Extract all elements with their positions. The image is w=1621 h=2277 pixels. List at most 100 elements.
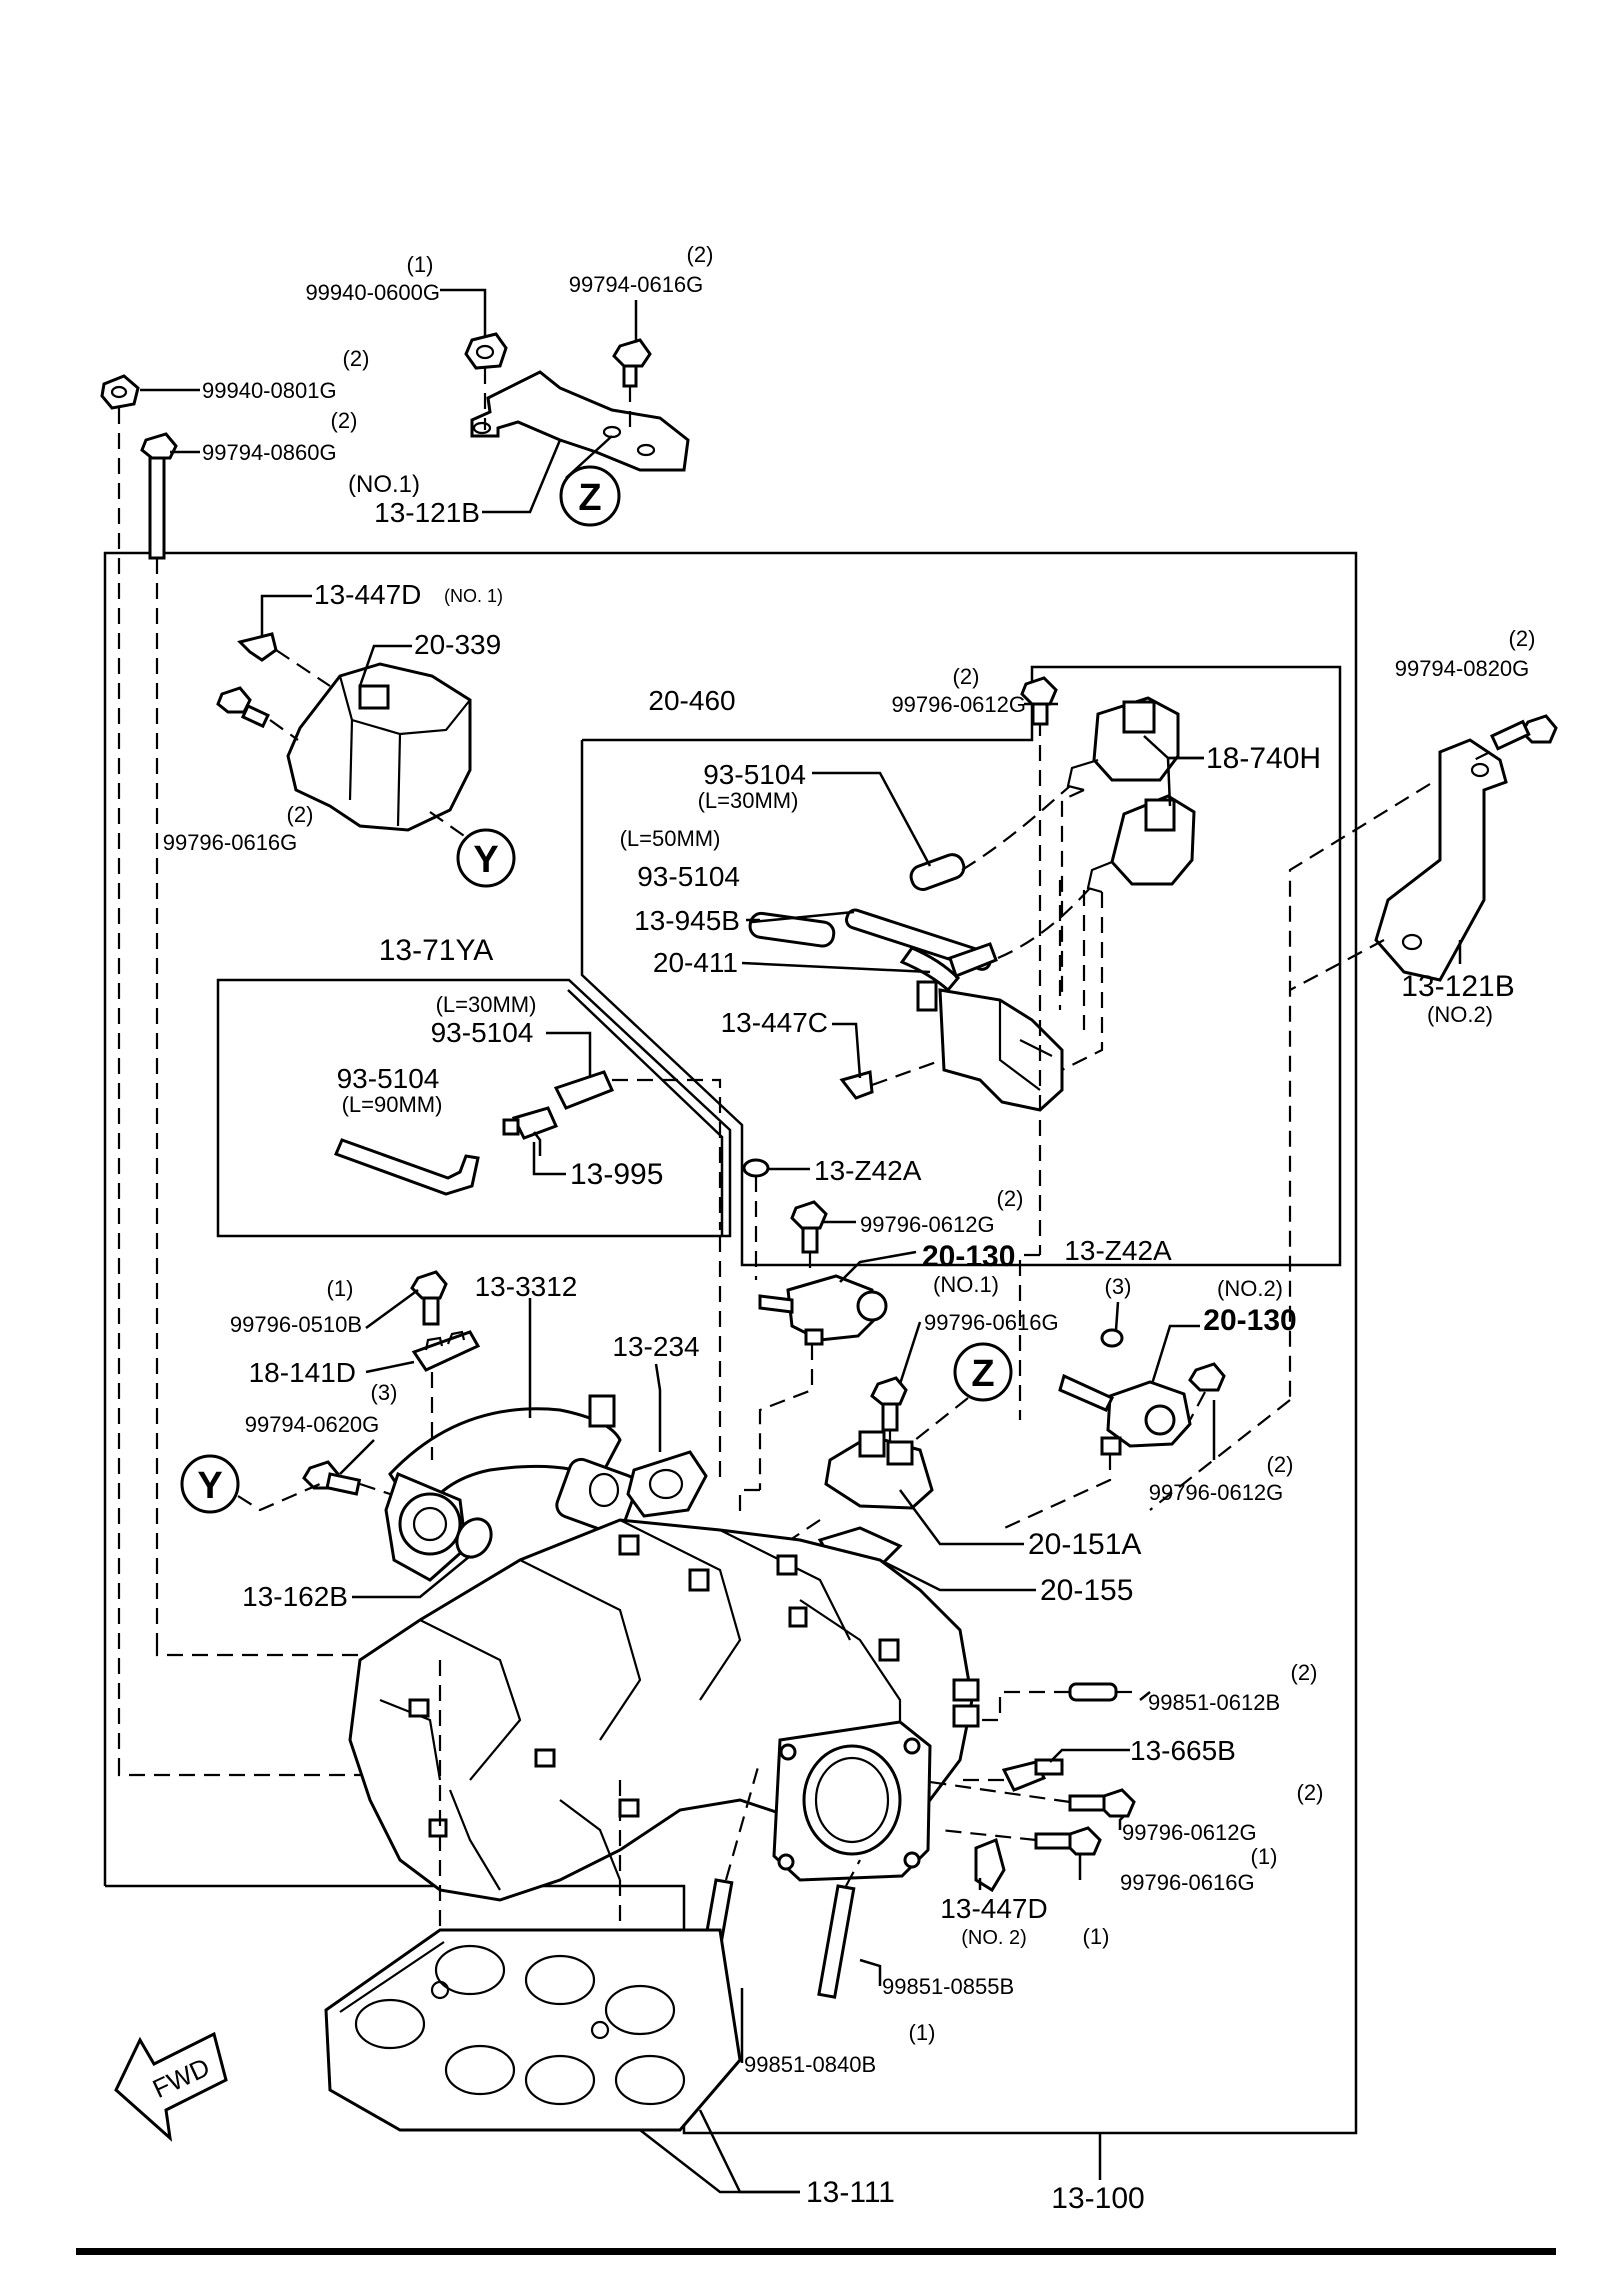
label-20-460: 20-460 xyxy=(648,685,735,716)
solenoid-valve-20-130-no2 xyxy=(1058,1373,1192,1456)
hose-93-5104-90mm xyxy=(333,1138,480,1196)
gasket-13-234 xyxy=(626,1450,708,1518)
bottom-rule xyxy=(76,2248,1556,2255)
pipe-13-3312 xyxy=(384,1394,638,1582)
label-no2-20-130: (NO.2) xyxy=(1217,1276,1283,1301)
callout-circle-y-mid: Y xyxy=(180,1454,240,1514)
label-no2-13-447D: (NO. 2) xyxy=(961,1927,1027,1949)
label-99940-0801G: 99940-0801G xyxy=(202,378,337,403)
label-q-99851-0612B: (2) xyxy=(1291,1660,1318,1685)
bolt-99796-0612G-r2 xyxy=(1188,1362,1226,1392)
label-q-99794-0860G: (2) xyxy=(331,408,358,433)
label-no1-13-447D: (NO. 1) xyxy=(444,586,503,606)
label-q-99796-0616G-low: (1) xyxy=(1251,1844,1278,1869)
label-99794-0820G: 99794-0820G xyxy=(1395,656,1530,681)
label-13-121B-right: 13-121B xyxy=(1401,970,1514,1003)
label-13-665B: 13-665B xyxy=(1130,1735,1236,1766)
callout-circle-y-top: Y xyxy=(456,828,516,888)
resonance-chamber-20-339 xyxy=(286,662,472,832)
stud-99851-0612B xyxy=(1068,1682,1118,1702)
bracket-13-447C xyxy=(916,980,1064,1112)
callout-z-mid-text: Z xyxy=(971,1353,994,1395)
label-99794-0620G: 99794-0620G xyxy=(245,1412,380,1437)
stud-99851-0855B xyxy=(817,1884,856,1999)
label-13-71YA: 13-71YA xyxy=(379,934,494,967)
label-q-99796-0612G-box: (2) xyxy=(953,664,980,689)
label-99851-0612B: 99851-0612B xyxy=(1148,1690,1280,1715)
label-q-99796-0612G-mid: (2) xyxy=(997,1186,1024,1211)
label-q-99940-0801G: (2) xyxy=(343,346,370,371)
label-q-99940-0600G: (1) xyxy=(407,252,434,277)
o-ring-13-Z42A-right xyxy=(1100,1328,1124,1348)
label-99796-0612G-mid: 99796-0612G xyxy=(860,1212,995,1237)
label-99796-0612G-low: 99796-0612G xyxy=(1122,1820,1257,1845)
label-q-99794-0616G: (2) xyxy=(687,242,714,267)
bracket-13-121B-no2 xyxy=(1374,738,1508,982)
clip-13-447D-no2 xyxy=(974,1837,1006,1893)
solenoid-valve-18-740H-lower xyxy=(1086,794,1196,894)
label-no2-13-121B: (NO.2) xyxy=(1427,1002,1493,1027)
label-l50mm: (L=50MM) xyxy=(620,826,721,851)
sensor-bracket-13-665B xyxy=(1001,1758,1064,1792)
label-99796-0510B: 99796-0510B xyxy=(230,1312,362,1337)
callout-y-mid-text: Y xyxy=(197,1465,222,1507)
gasket-13-111 xyxy=(324,1928,742,2132)
label-13-Z42A-right: 13-Z42A xyxy=(1064,1235,1172,1266)
subassembly-box-13-71YA xyxy=(216,978,732,1238)
label-q-99796-0612G-r2: (2) xyxy=(1267,1452,1294,1477)
label-13-100: 13-100 xyxy=(1051,2182,1144,2215)
label-99796-0612G-box: 99796-0612G xyxy=(891,692,1026,717)
label-q-99794-0620G: (3) xyxy=(371,1380,398,1405)
stud-bolt-99794-0860G xyxy=(140,432,178,560)
label-l90mm: (L=90MM) xyxy=(342,1092,443,1117)
label-l30mm-a: (L=30MM) xyxy=(698,788,799,813)
label-q-99796-0612G-low: (2) xyxy=(1297,1780,1324,1805)
label-99796-0612G-r2: 99796-0612G xyxy=(1149,1480,1284,1505)
valve-20-151A xyxy=(824,1430,934,1510)
label-99796-0616G-left: 99796-0616G xyxy=(163,830,298,855)
solenoid-valve-18-740H-upper xyxy=(1066,696,1180,792)
bolt-99796-0616G-left xyxy=(216,686,270,729)
label-13-995: 13-995 xyxy=(570,1158,663,1191)
callout-z-top-text: Z xyxy=(578,477,601,519)
label-20-339: 20-339 xyxy=(414,629,501,660)
label-93-5104-30mm-a: 93-5104 xyxy=(703,759,806,790)
fwd-direction-arrow: FWD xyxy=(114,2031,228,2142)
bolt-99794-0616G xyxy=(612,338,652,388)
bolt-99796-0612G-low xyxy=(1068,1788,1136,1818)
label-18-141D: 18-141D xyxy=(249,1357,356,1388)
bolt-99794-0620G xyxy=(302,1460,362,1496)
label-13-447D-top: 13-447D xyxy=(314,579,421,610)
label-13-121B-top: 13-121B xyxy=(374,497,480,528)
hose-93-5104-30mm-b xyxy=(553,1070,615,1110)
callout-circle-z-top: Z xyxy=(559,465,621,527)
label-99796-0616G-low: 99796-0616G xyxy=(1120,1870,1255,1895)
label-13-111: 13-111 xyxy=(806,2176,895,2209)
label-13-3312: 13-3312 xyxy=(475,1271,578,1302)
label-99794-0860G: 99794-0860G xyxy=(202,440,337,465)
label-99794-0616G: 99794-0616G xyxy=(569,272,704,297)
label-93-5104-50mm: 93-5104 xyxy=(637,861,740,892)
solenoid-valve-20-130-no1 xyxy=(758,1274,888,1346)
label-20-155: 20-155 xyxy=(1040,1574,1133,1607)
bolt-99796-0612G-box xyxy=(1020,676,1058,726)
label-99851-0840B: 99851-0840B xyxy=(744,2052,876,2077)
label-20-130-no1: 20-130 xyxy=(922,1240,1015,1273)
clip-13-447C xyxy=(839,1070,874,1100)
throttle-body-flange xyxy=(772,1720,932,1882)
label-q-99796-0616G-left: (2) xyxy=(287,802,314,827)
label-20-151A: 20-151A xyxy=(1028,1528,1141,1561)
label-q-99851-0855B: (1) xyxy=(1083,1924,1110,1949)
assembly-box-13-100 xyxy=(103,551,1358,2135)
label-93-5104-90mm: 93-5104 xyxy=(337,1063,440,1094)
label-q-99794-0820G: (2) xyxy=(1509,626,1536,651)
o-ring-13-162B xyxy=(455,1517,493,1559)
fitting-13-995 xyxy=(502,1106,559,1140)
label-13-234: 13-234 xyxy=(612,1331,699,1362)
label-99796-0616G-mid: 99796-0616G xyxy=(924,1310,1059,1335)
bracket-13-121B-no1 xyxy=(470,370,690,472)
nut-99940-0801G xyxy=(100,374,140,410)
clip-13-447D-no1 xyxy=(237,632,278,662)
part-labels: (1) 99940-0600G (2) 99794-0616G (2) 9994… xyxy=(163,242,1536,2215)
